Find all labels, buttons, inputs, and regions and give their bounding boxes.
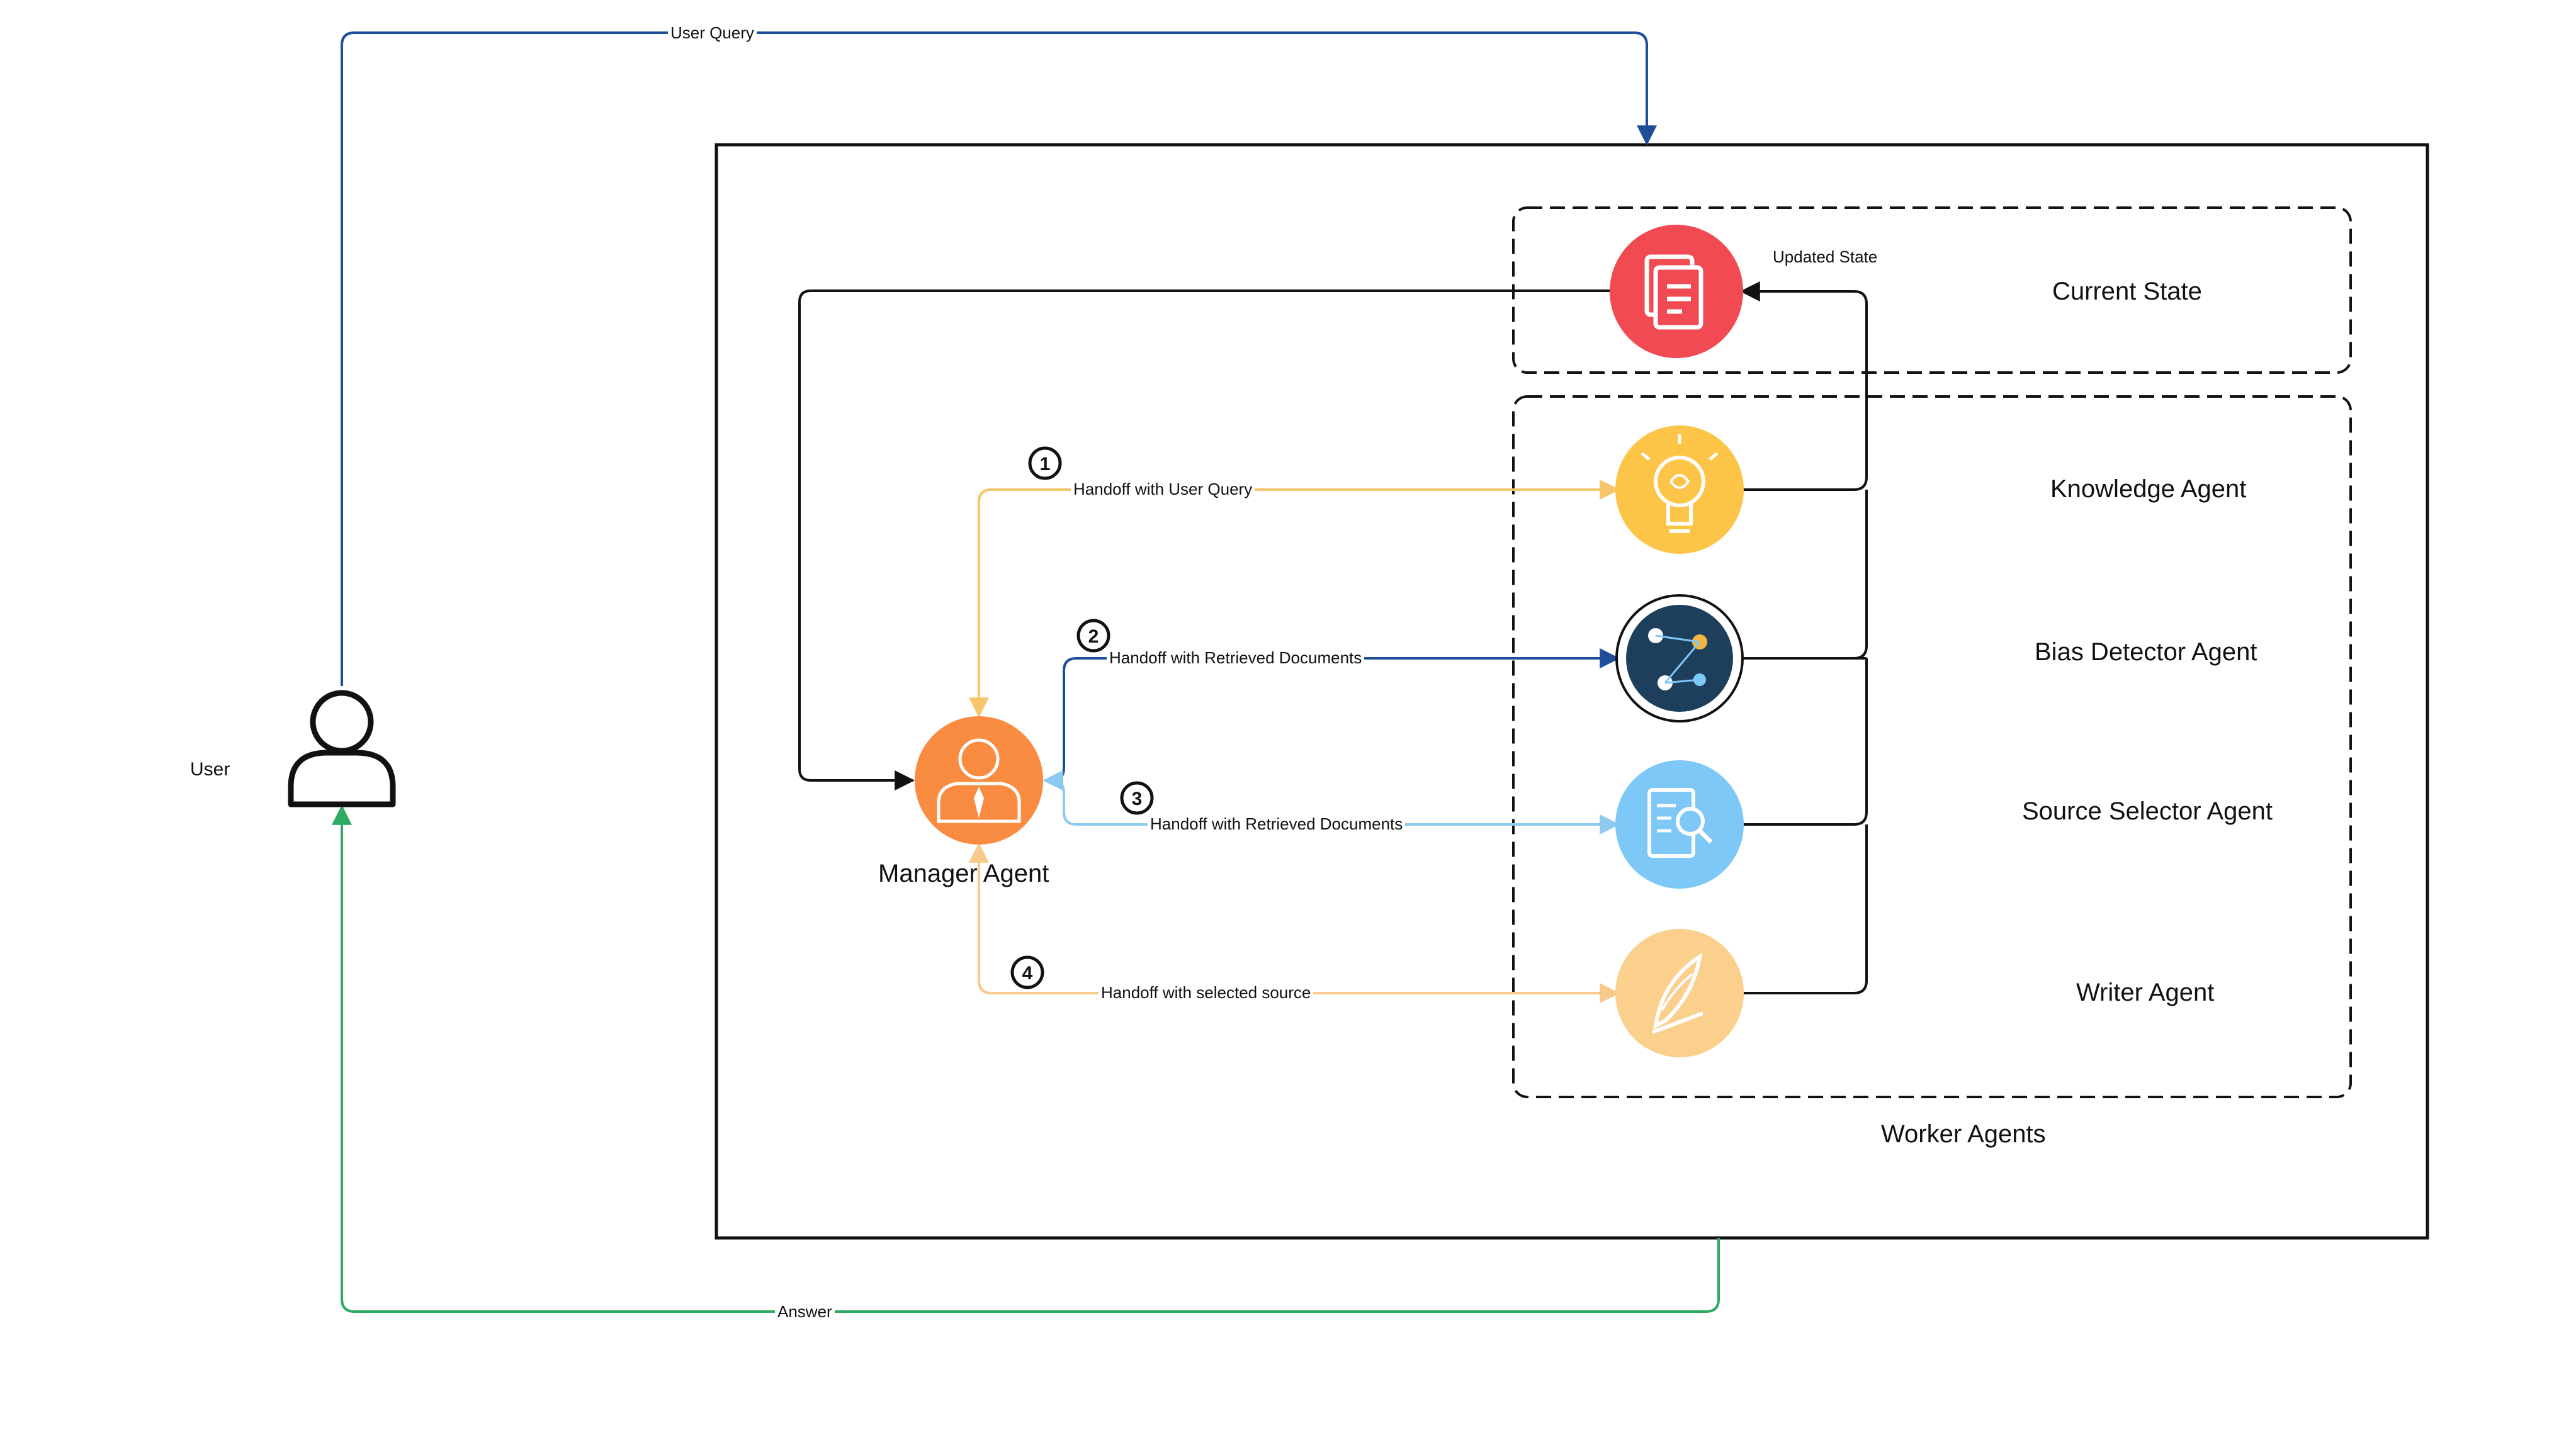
handoff-4-connector [969,842,1620,1003]
step-number-3: 3 [1132,789,1143,809]
document-icon [1610,225,1743,358]
system-boundary [715,143,2429,1240]
bias-return-corner [1853,490,1868,660]
knowledge-agent-label: Knowledge Agent [2050,475,2247,503]
handoff-1-connector [969,480,1620,718]
handoff-2-label: Handoff with Retrieved Documents [1107,649,1365,666]
writer-agent-label: Writer Agent [2076,979,2215,1006]
bias-detector-agent-label: Bias Detector Agent [2035,638,2257,666]
source-selector-agent-label: Source Selector Agent [2022,797,2273,825]
user-query-connector [341,31,1657,686]
worker-return-bus [1739,281,1868,491]
step-badge-3: 3 [1120,781,1154,815]
answer-label: Answer [775,1303,835,1320]
document-search-icon [1615,760,1744,889]
writer-return-line [1741,824,1868,994]
updated-state-label: Updated State [1773,247,1878,266]
handoff-3-connector [1042,770,1620,835]
user-icon [288,690,396,807]
step-number-2: 2 [1088,626,1099,647]
quill-icon [1615,929,1744,1057]
handoff-3-label: Handoff with Retrieved Documents [1148,816,1406,832]
user-query-label: User Query [668,25,757,41]
user-label: User [190,759,230,780]
manager-agent-icon [915,716,1043,845]
step-badge-4: 4 [1010,955,1044,989]
step-number-1: 1 [1040,454,1051,475]
handoff-2-connector [1042,648,1620,790]
worker-agents-label: Worker Agents [1881,1120,2046,1148]
step-badge-2: 2 [1076,619,1110,653]
current-state-label: Current State [2052,278,2202,305]
handoff-1-label: Handoff with User Query [1071,481,1255,497]
state-to-manager-connector [798,290,1612,790]
worker-agents-group [1512,395,2352,1098]
source-return-line [1741,658,1868,826]
handoff-4-label: Handoff with selected source [1099,984,1314,1001]
lightbulb-brain-icon [1615,425,1744,554]
answer-connector [332,804,1720,1313]
step-badge-1: 1 [1028,446,1062,480]
manager-agent-label: Manager Agent [878,860,1049,887]
people-network-icon [1615,594,1744,722]
step-number-4: 4 [1022,963,1033,984]
